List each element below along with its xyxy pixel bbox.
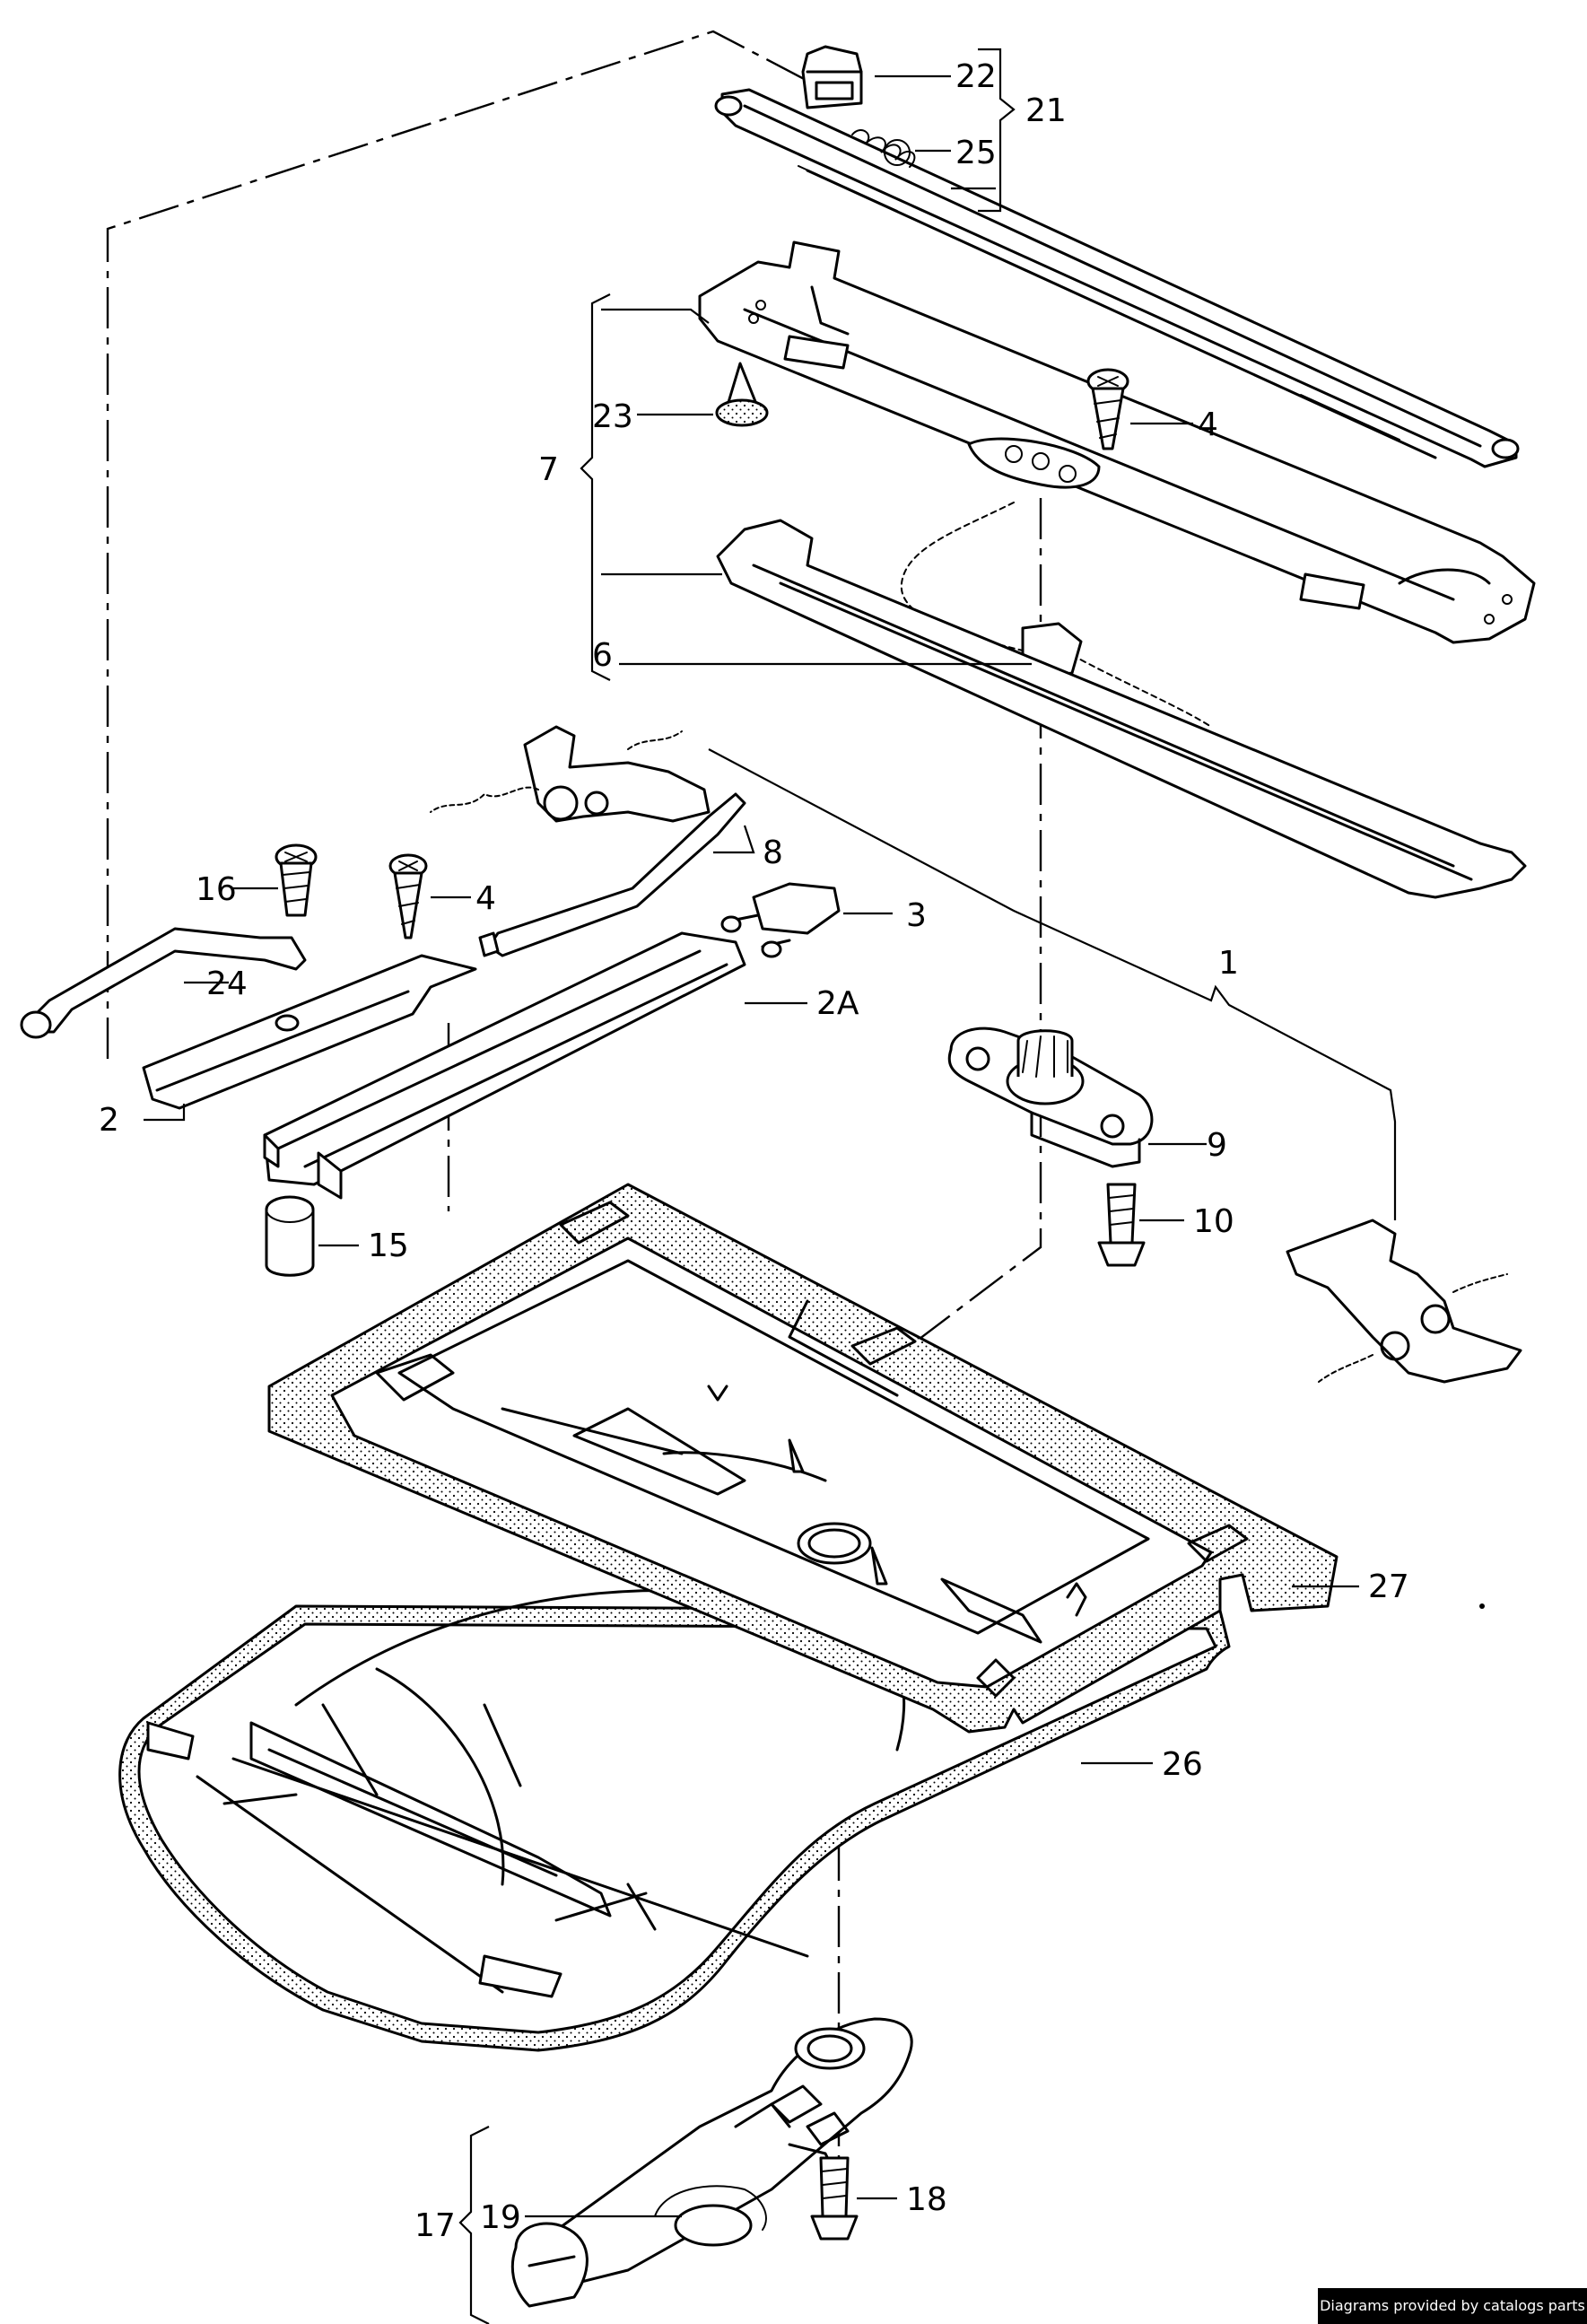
callout-10: 10	[1193, 1203, 1234, 1240]
screw-part-4-right	[1086, 368, 1129, 450]
speck-dot	[1479, 1603, 1485, 1609]
latch-bracket-right	[1286, 1219, 1522, 1384]
callout-16: 16	[196, 871, 237, 908]
screw-part-18	[810, 2156, 859, 2241]
screw-part-10	[1097, 1183, 1146, 1267]
rear-guide-rail	[714, 88, 1520, 468]
callout-2: 2	[99, 1102, 119, 1139]
bracket-group-21	[978, 48, 1016, 213]
screw-part-16	[275, 843, 318, 917]
callout-1: 1	[1218, 945, 1239, 982]
crank-handle-part-17	[510, 2017, 913, 2308]
callout-15: 15	[368, 1228, 409, 1264]
callout-6: 6	[592, 637, 613, 674]
callout-23: 23	[592, 398, 633, 435]
roof-frame-upper	[698, 240, 1536, 644]
operating-link-part-8	[478, 792, 746, 957]
spring-clip-part-25	[851, 129, 916, 168]
callout-9: 9	[1207, 1127, 1227, 1164]
callout-26: 26	[1162, 1746, 1203, 1783]
callout-18: 18	[906, 2181, 947, 2218]
callout-4-top: 4	[1198, 406, 1218, 443]
bracket-group-1	[708, 748, 1397, 1220]
callout-labels: 22 21 25 23 4 7 6 8 16 4 3 1 24 2A 2 9 1…	[99, 58, 1409, 2244]
credit-footer: Diagrams provided by catalogs parts	[1318, 2288, 1587, 2324]
screw-part-4-left	[388, 853, 428, 939]
callout-25: 25	[955, 135, 997, 171]
callout-22: 22	[955, 58, 997, 95]
callout-17: 17	[414, 2207, 456, 2244]
guide-channel-part-2A	[263, 931, 746, 1200]
bushing-part-15	[265, 1195, 315, 1277]
callout-8: 8	[763, 834, 783, 871]
plug-part-23	[715, 362, 769, 427]
callout-3: 3	[906, 897, 927, 934]
callout-7: 7	[538, 451, 559, 488]
callout-24: 24	[206, 965, 248, 1002]
roof-frame-lower	[716, 519, 1527, 899]
latch-bracket-left	[430, 725, 711, 823]
callout-19: 19	[480, 2199, 521, 2236]
callout-21: 21	[1025, 92, 1067, 129]
lever-part-24	[20, 927, 307, 1039]
callout-4-left: 4	[475, 880, 496, 917]
leader-lines	[144, 74, 1359, 2218]
guide-rail-part-2	[142, 954, 477, 1110]
gear-housing-part-9	[947, 1027, 1154, 1168]
cap-part-19	[654, 2185, 767, 2247]
double-stud-part-3	[720, 882, 841, 958]
seal-frame-part-27	[267, 1183, 1338, 1734]
bracket-group-7	[580, 293, 611, 681]
slider-block-part-22	[801, 45, 863, 109]
callout-2A: 2A	[816, 985, 859, 1022]
callout-27: 27	[1368, 1568, 1409, 1605]
bracket-group-17	[458, 2126, 490, 2324]
